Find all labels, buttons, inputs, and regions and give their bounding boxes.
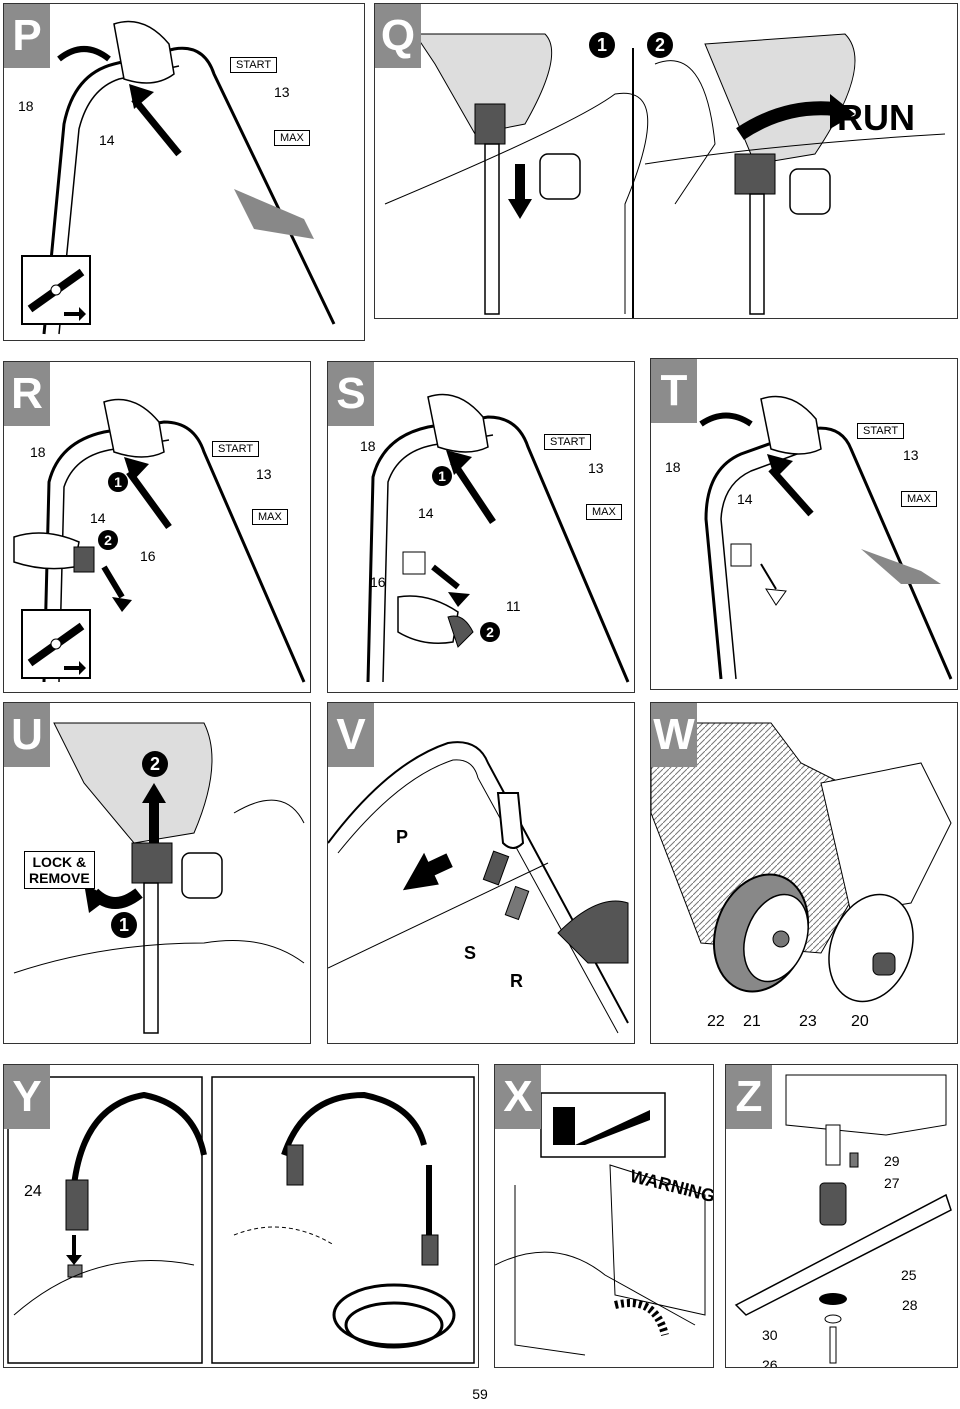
- part-number-29: 29: [884, 1153, 900, 1169]
- part-number-24: 24: [24, 1183, 42, 1200]
- panel-s: S START MAX 13 18 14 16 11 1 2: [327, 361, 635, 693]
- lock-label-line2: REMOVE: [29, 870, 90, 886]
- panel-tag: V: [328, 703, 374, 767]
- part-number-13: 13: [903, 447, 919, 463]
- label-s: S: [464, 943, 477, 963]
- panel-w: W 22 21 23 20: [650, 702, 958, 1044]
- part-number-18: 18: [30, 444, 46, 460]
- step-1-badge: 1: [432, 466, 452, 486]
- step-1-badge: 1: [108, 472, 128, 492]
- panel-tag: T: [651, 359, 697, 423]
- part-number-21: 21: [743, 1013, 761, 1030]
- step-1-badge: 1: [589, 32, 615, 58]
- part-number-27: 27: [884, 1175, 900, 1191]
- illustration-cable-adjust: [328, 741, 629, 1034]
- panel-tag: U: [4, 703, 50, 767]
- illustration-wheel-cover: [651, 722, 952, 1003]
- step-2-badge: 2: [647, 32, 673, 58]
- part-number-22: 22: [707, 1013, 725, 1030]
- part-number-11: 11: [506, 598, 521, 614]
- label-p: P: [396, 827, 409, 847]
- panel-tag: P: [4, 4, 50, 68]
- panel-r: R START MAX 13 18 14 16 1 2: [3, 361, 311, 693]
- panel-q: Q 1 2 RUN: [374, 3, 958, 319]
- illustration-lock-remove: [13, 722, 305, 1034]
- label-start: START: [212, 441, 260, 457]
- part-number-20: 20: [851, 1013, 869, 1030]
- panel-y: Y 24: [3, 1064, 479, 1368]
- panel-tag: Z: [726, 1065, 772, 1129]
- part-number-18: 18: [360, 438, 376, 454]
- panel-tag: Q: [375, 4, 421, 68]
- label-max: MAX: [586, 504, 622, 520]
- panel-tag: Y: [4, 1065, 50, 1129]
- label-max: MAX: [252, 509, 288, 525]
- part-number-14: 14: [418, 505, 434, 521]
- part-number-25: 25: [901, 1267, 917, 1283]
- step-2-badge: 2: [98, 530, 118, 550]
- label-max: MAX: [274, 130, 310, 146]
- panel-u: U LOCK & REMOVE 1 2: [3, 702, 311, 1044]
- illustration-handle-release: [13, 398, 306, 683]
- lock-remove-label: LOCK & REMOVE: [24, 851, 95, 889]
- illustration-engine-primer: [384, 33, 946, 315]
- part-number-16: 16: [370, 574, 386, 590]
- lock-label-line1: LOCK &: [32, 854, 87, 870]
- panel-t: T START MAX 13 18 14: [650, 358, 958, 690]
- part-number-16: 16: [140, 548, 156, 564]
- panel-z: Z 29 27 25 28 30 26: [725, 1064, 958, 1368]
- part-number-28: 28: [902, 1297, 918, 1313]
- illustration-blade-assembly: [734, 1074, 952, 1364]
- panel-tag: X: [495, 1065, 541, 1129]
- panel-p: P START MAX 13 18 14: [3, 3, 365, 341]
- illustration-handle-start: [21, 20, 336, 335]
- label-start: START: [857, 423, 905, 439]
- panel-x: X WARNING: [494, 1064, 714, 1368]
- part-number-14: 14: [737, 491, 753, 507]
- sub-panel-divider: [632, 48, 634, 318]
- step-2-badge: 2: [142, 751, 168, 777]
- part-number-18: 18: [665, 459, 681, 475]
- panel-tag: W: [651, 703, 697, 767]
- part-number-26: 26: [762, 1357, 778, 1368]
- part-number-14: 14: [99, 132, 115, 148]
- step-2-badge: 2: [480, 622, 500, 642]
- part-number-13: 13: [256, 466, 272, 482]
- illustration-washout: [495, 1092, 706, 1356]
- part-number-13: 13: [274, 84, 290, 100]
- panel-tag: R: [4, 362, 50, 426]
- step-1-badge: 1: [111, 912, 137, 938]
- label-max: MAX: [901, 491, 937, 507]
- label-r: R: [510, 971, 523, 991]
- panel-tag: S: [328, 362, 374, 426]
- label-start: START: [230, 57, 278, 73]
- part-number-13: 13: [588, 460, 604, 476]
- illustration-handle-lever: [366, 393, 630, 683]
- part-number-14: 14: [90, 510, 106, 526]
- panel-v: V P S R: [327, 702, 635, 1044]
- run-label: RUN: [837, 97, 915, 138]
- page-number: 59: [472, 1386, 488, 1402]
- illustration-handle-stop: [699, 395, 953, 680]
- part-number-18: 18: [18, 98, 34, 114]
- illustration-hose-connect: [7, 1076, 475, 1364]
- part-number-30: 30: [762, 1327, 778, 1343]
- part-number-23: 23: [799, 1013, 817, 1030]
- label-start: START: [544, 434, 592, 450]
